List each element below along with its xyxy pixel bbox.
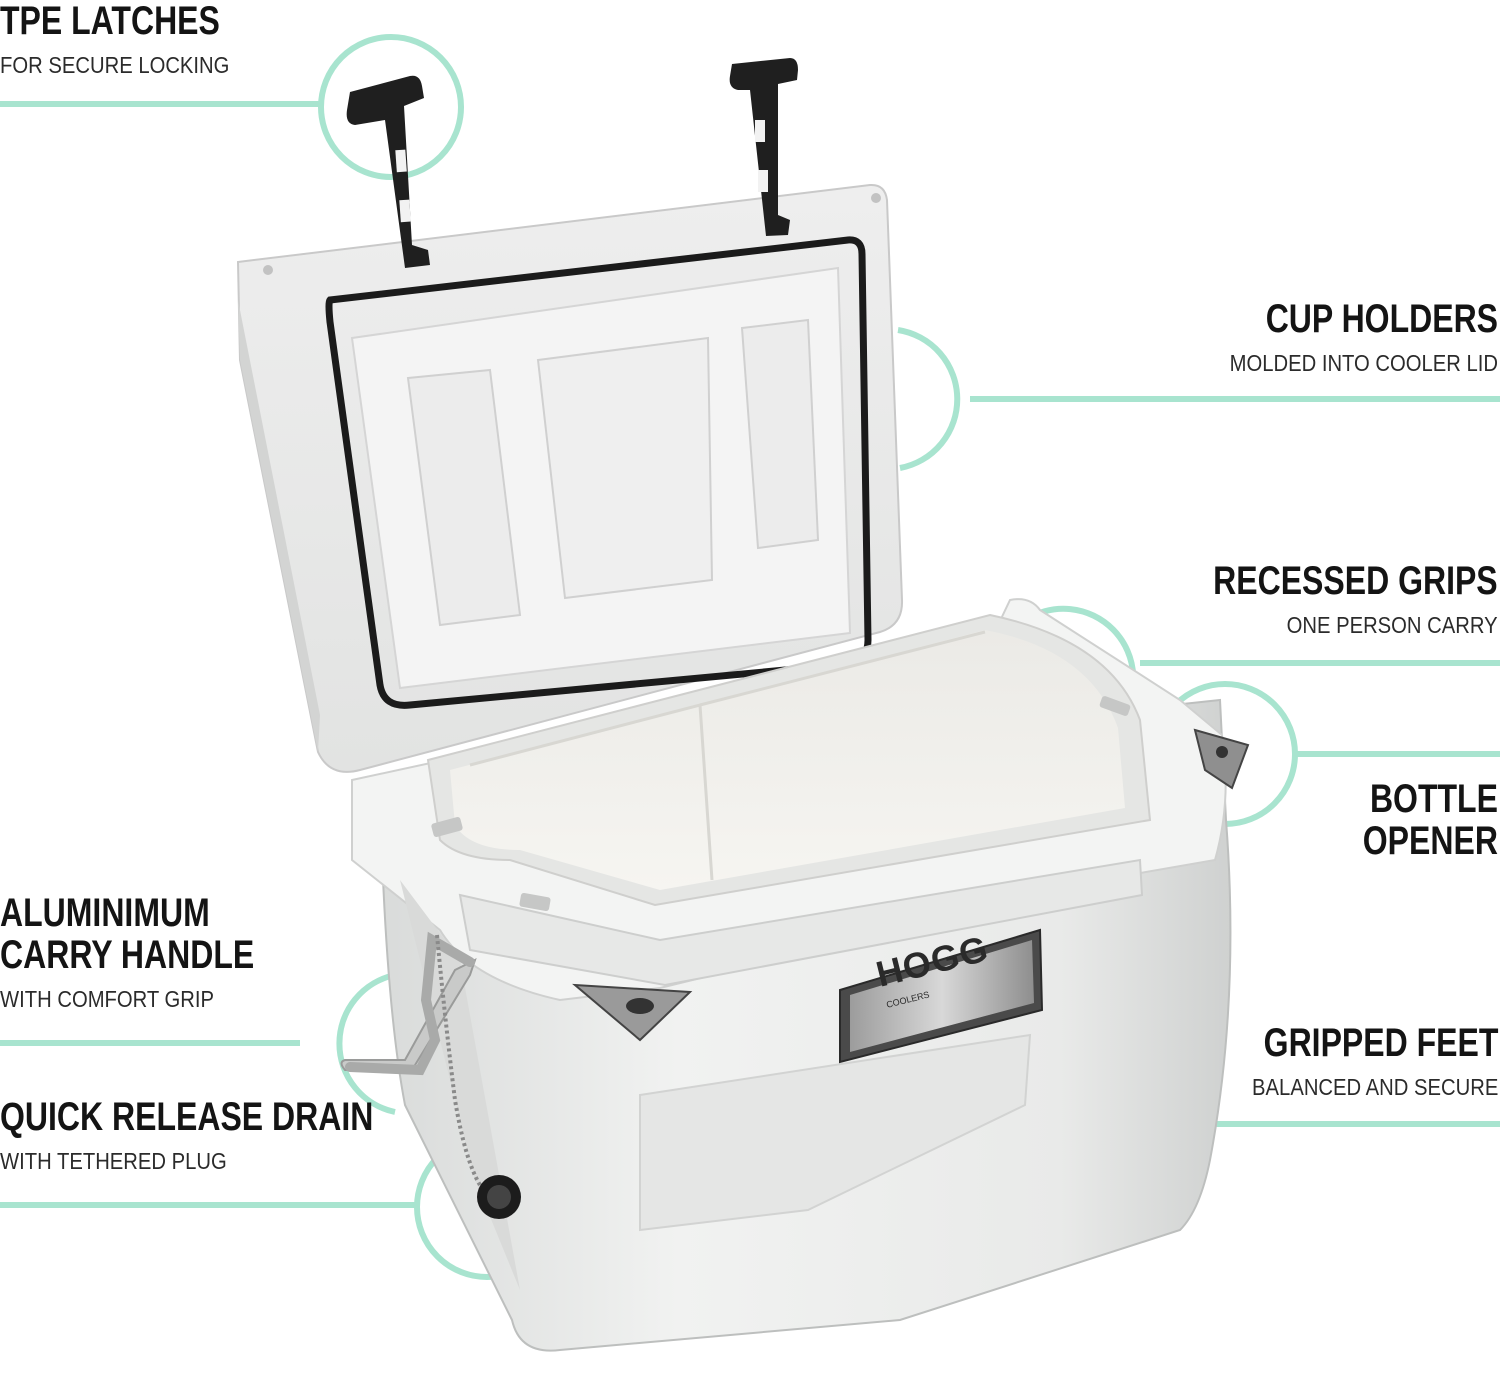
feature-title-line: ALUMINIMUM <box>0 891 210 935</box>
feature-tpe-latches: TPE LATCHES FOR SECURE LOCKING <box>0 0 275 78</box>
feature-subtitle: FOR SECURE LOCKING <box>0 52 230 78</box>
tpe-latch-left <box>346 75 430 268</box>
feature-title: CUP HOLDERS <box>1265 297 1498 341</box>
feature-title: GRIPPED FEET <box>1263 1021 1498 1065</box>
feature-gripped-feet: GRIPPED FEET BALANCED AND SECURE <box>1205 1022 1498 1100</box>
feature-title: RECESSED GRIPS <box>1213 559 1498 603</box>
feature-title: BOTTLE OPENER <box>1363 778 1498 862</box>
feature-title-line: CARRY HANDLE <box>0 933 255 977</box>
feature-bottle-opener: BOTTLE OPENER <box>1329 778 1498 862</box>
feature-subtitle: BALANCED AND SECURE <box>1251 1074 1498 1100</box>
feature-title: TPE LATCHES <box>0 0 220 43</box>
feature-quick-drain: QUICK RELEASE DRAIN WITH TETHERED PLUG <box>0 1096 467 1174</box>
feature-subtitle: MOLDED INTO COOLER LID <box>1229 350 1498 376</box>
feature-title: QUICK RELEASE DRAIN <box>0 1095 374 1139</box>
cooler-body <box>340 598 1250 1352</box>
tpe-latch-right <box>729 58 798 236</box>
feature-cup-holders: CUP HOLDERS MOLDED INTO COOLER LID <box>1193 298 1498 376</box>
feature-title: ALUMINIMUM CARRY HANDLE <box>0 892 254 976</box>
feature-carry-handle: ALUMINIMUM CARRY HANDLE WITH COMFORT GRI… <box>0 892 318 1012</box>
feature-title-line: OPENER <box>1362 819 1498 863</box>
feature-title-line: BOTTLE <box>1370 777 1498 821</box>
feature-subtitle: WITH TETHERED PLUG <box>0 1148 227 1174</box>
feature-recessed-grips: RECESSED GRIPS ONE PERSON CARRY <box>1142 560 1498 638</box>
feature-subtitle: ONE PERSON CARRY <box>1286 612 1498 638</box>
cooler-lid <box>236 183 904 773</box>
feature-subtitle: WITH COMFORT GRIP <box>0 986 215 1012</box>
